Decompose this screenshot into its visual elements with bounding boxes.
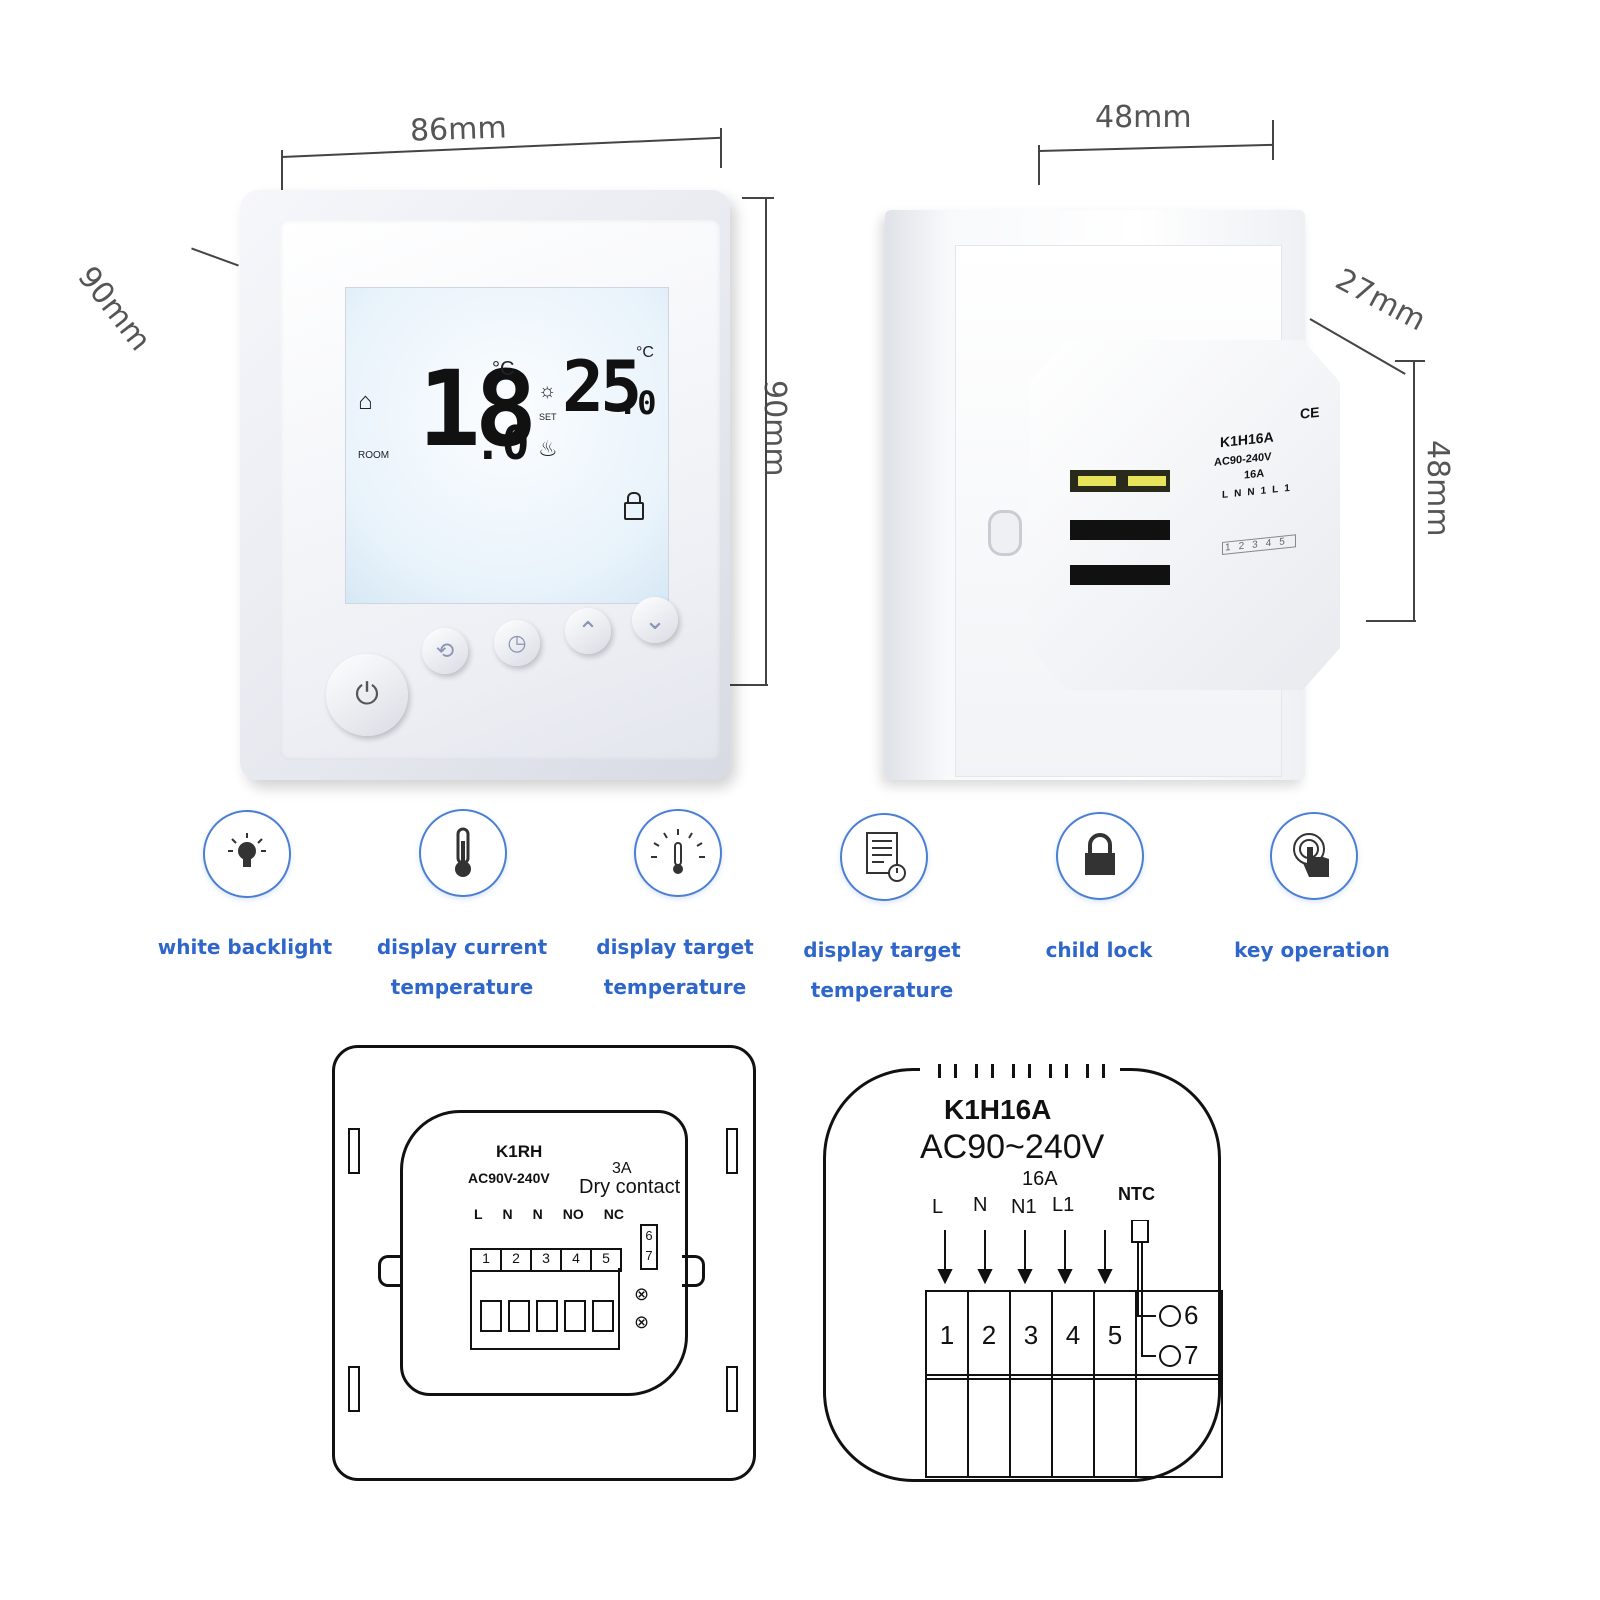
back-depth-label: 27mm — [1329, 262, 1432, 339]
ce-mark: CE — [1300, 403, 1320, 422]
lcd-screen: ⌂ ROOM 18 .0 °C ☼ SET ♨ 25 .0 °C — [345, 287, 669, 604]
front-depth-label: 90mm — [70, 260, 158, 358]
lock-icon — [1085, 833, 1115, 875]
front-width-label: 86mm — [409, 110, 508, 149]
feature-label-target-1: display target — [596, 935, 754, 959]
room-label: ROOM — [358, 450, 390, 461]
mode-button[interactable]: ⟲ — [422, 628, 468, 674]
clock-button[interactable]: ◷ — [494, 620, 540, 666]
back-height-label: 48mm — [1420, 440, 1455, 537]
bulb-icon — [228, 833, 266, 867]
module-voltage: AC90-240V — [1214, 450, 1272, 469]
diagram-left-terminals: 1 2 3 4 5 — [470, 1248, 622, 1272]
set-temperature: 25 — [562, 346, 642, 428]
up-button[interactable]: ⌃ — [565, 608, 611, 654]
diagram-right-ntc: NTC — [1118, 1184, 1155, 1204]
thermometer-icon — [455, 827, 471, 877]
ntc-terminal-7: 7 — [1184, 1340, 1199, 1370]
feature-target-temp-2 — [840, 813, 928, 901]
feature-current-temp — [419, 809, 507, 897]
mount-hole — [988, 510, 1022, 556]
diagram-right-arrows — [937, 1220, 1181, 1367]
diagram-right-current: 16A — [1022, 1168, 1058, 1190]
diagram-right-terminals: 1 2 3 4 5 — [925, 1290, 1223, 1380]
feature-label-key: key operation — [1234, 938, 1390, 962]
feature-key-operation — [1270, 812, 1358, 900]
diagram-left-rating: 3A — [612, 1160, 632, 1177]
back-width-label: 48mm — [1095, 100, 1192, 135]
diagram-right-voltage: AC90~240V — [920, 1128, 1105, 1166]
label-L: L — [932, 1196, 944, 1218]
label-N1: N1 — [1011, 1196, 1037, 1218]
feature-backlight — [203, 810, 291, 898]
module-current: 16A — [1244, 467, 1265, 482]
flame-icon: ♨ — [538, 436, 558, 461]
room-unit: °C — [492, 358, 515, 380]
feature-label-current-2: temperature — [390, 975, 534, 999]
feature-label-target2-2: temperature — [810, 978, 954, 1002]
home-icon: ⌂ — [358, 388, 373, 415]
power-button[interactable]: ⏻ — [326, 654, 408, 736]
feature-label-child-lock: child lock — [1045, 938, 1153, 962]
front-height-label: 90mm — [757, 380, 792, 477]
label-L1: L1 — [1052, 1194, 1075, 1216]
wiring-module — [1030, 340, 1340, 690]
diagram-left-model: K1RH — [496, 1142, 543, 1161]
feature-label-target-2: temperature — [603, 975, 747, 999]
gauge-icon — [651, 829, 705, 874]
feature-label-backlight: white backlight — [157, 935, 333, 959]
room-temperature: 18 — [418, 348, 537, 470]
screw-icon: ⊗ — [634, 1312, 650, 1332]
feature-target-temp — [634, 809, 722, 897]
diagram-left-module — [400, 1110, 688, 1396]
down-button[interactable]: ⌄ — [632, 597, 678, 643]
ntc-terminal-6: 6 — [1184, 1300, 1199, 1330]
lock-icon — [624, 502, 644, 520]
set-label: SET — [539, 412, 557, 422]
module-model: K1H16A — [1220, 428, 1274, 451]
feature-child-lock — [1056, 812, 1144, 900]
front-height-line — [765, 198, 767, 684]
set-unit: °C — [636, 344, 654, 361]
diagram-left-voltage: AC90V-240V — [468, 1170, 550, 1186]
room-temperature-decimal: .0 — [474, 416, 530, 470]
set-temperature-decimal: .0 — [618, 384, 657, 422]
feature-label-current-1: display current — [376, 935, 548, 959]
screw-icon: ⊗ — [634, 1284, 650, 1304]
feature-label-target2-1: display target — [803, 938, 961, 962]
touch-icon — [1293, 833, 1329, 877]
module-label-panel: K1H16A AC90-240V 16A CE LNN1L1 12345 — [1214, 403, 1320, 555]
sun-icon: ☼ — [538, 380, 557, 402]
document-icon — [866, 832, 906, 882]
diagram-right-model: K1H16A — [944, 1094, 1052, 1125]
label-N: N — [973, 1194, 988, 1216]
diagram-left-contact: Dry contact — [579, 1176, 681, 1198]
